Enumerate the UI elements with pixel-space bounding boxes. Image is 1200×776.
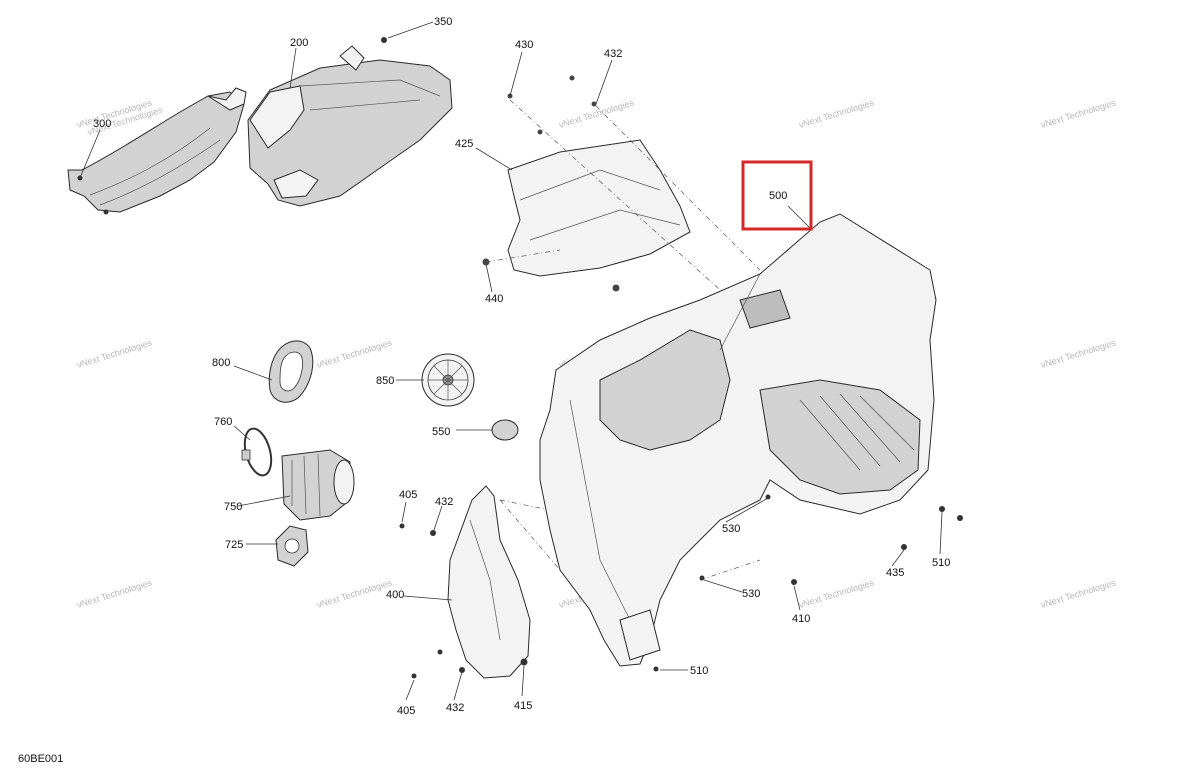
watermark: vNext Technologies — [316, 337, 394, 369]
callout-200[interactable]: 200 — [290, 37, 308, 49]
part-760-clamp[interactable] — [240, 426, 276, 479]
callout-550[interactable]: 550 — [432, 426, 450, 438]
callout-432[interactable]: 432 — [604, 48, 622, 60]
leader-lines — [79, 21, 943, 701]
callout-750[interactable]: 750 — [224, 501, 242, 513]
watermark: vNext Technologies — [76, 577, 154, 609]
callout-405[interactable]: 405 — [399, 489, 417, 501]
watermark: vNext Technologies — [798, 97, 876, 129]
part-550-cap[interactable] — [491, 419, 519, 441]
part-500-main-housing[interactable] — [539, 213, 963, 672]
callout-labels: 350 200 300 430 432 425 440 500 800 850 … — [93, 16, 950, 717]
callout-530[interactable]: 530 — [722, 523, 740, 535]
callout-425[interactable]: 425 — [455, 138, 473, 150]
callout-530[interactable]: 530 — [742, 588, 760, 600]
callout-500[interactable]: 500 — [769, 190, 787, 202]
callout-440[interactable]: 440 — [485, 293, 503, 305]
watermark: vNext Technologies — [1040, 97, 1118, 129]
watermark: vNext Technologies — [1040, 337, 1118, 369]
callout-400[interactable]: 400 — [386, 589, 404, 601]
callout-430[interactable]: 430 — [515, 39, 533, 51]
callout-432[interactable]: 432 — [435, 496, 453, 508]
part-300-duct[interactable] — [67, 87, 247, 215]
part-850-vent[interactable] — [421, 353, 475, 407]
callout-410[interactable]: 410 — [792, 613, 810, 625]
part-725-grommet[interactable] — [275, 525, 309, 567]
callout-415[interactable]: 415 — [514, 700, 532, 712]
part-425-shield[interactable] — [482, 75, 691, 292]
highlight-box-500 — [741, 160, 813, 231]
callout-405[interactable]: 405 — [397, 705, 415, 717]
watermark: vNext Technologies — [798, 577, 876, 609]
watermark: vNext Technologies — [76, 337, 154, 369]
callout-435[interactable]: 435 — [886, 567, 904, 579]
callout-510[interactable]: 510 — [690, 665, 708, 677]
callout-350[interactable]: 350 — [434, 16, 452, 28]
callout-800[interactable]: 800 — [212, 357, 230, 369]
callout-725[interactable]: 725 — [225, 539, 243, 551]
part-400-side-cover[interactable] — [399, 485, 531, 679]
callout-432[interactable]: 432 — [446, 702, 464, 714]
callout-510[interactable]: 510 — [932, 557, 950, 569]
part-200-intake-cover[interactable] — [247, 37, 453, 207]
part-800-seal[interactable] — [268, 340, 314, 403]
watermark: vNext Technologies — [316, 577, 394, 609]
callout-850[interactable]: 850 — [376, 375, 394, 387]
callout-300[interactable]: 300 — [93, 118, 111, 130]
callout-760[interactable]: 760 — [214, 416, 232, 428]
diagram-code: 60BE001 — [18, 753, 64, 765]
watermark: vNext Technologies — [1040, 577, 1118, 609]
part-750-boot[interactable] — [281, 449, 355, 521]
